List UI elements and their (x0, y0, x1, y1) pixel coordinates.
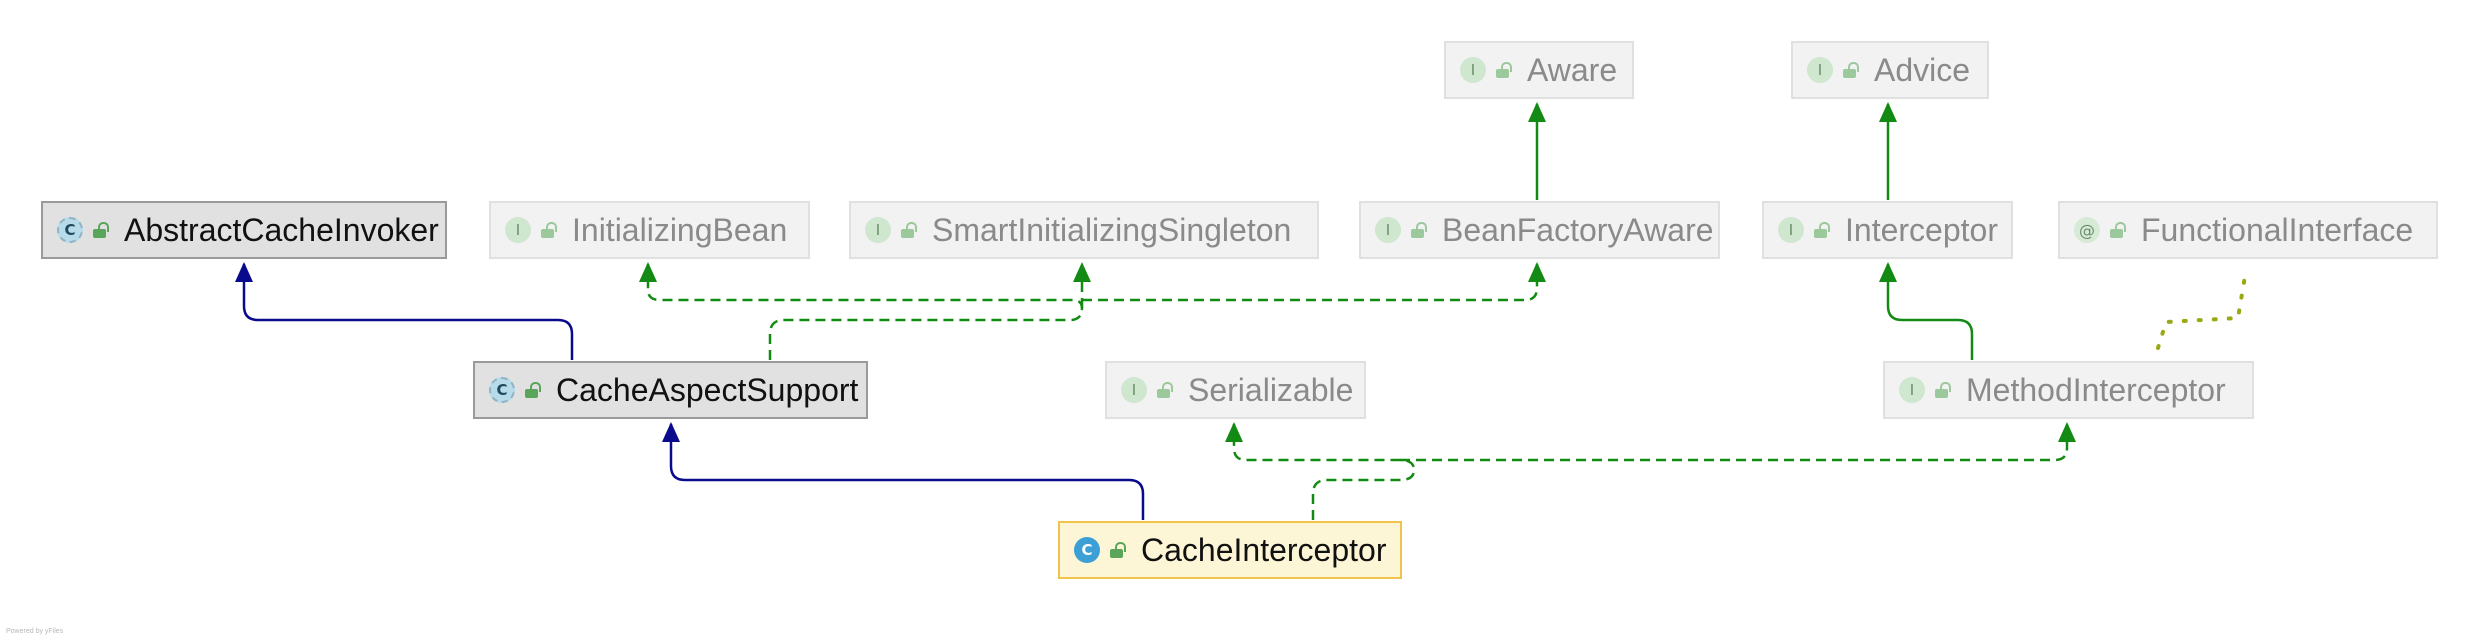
node-label: Aware (1527, 51, 1618, 88)
node-cache-interceptor[interactable]: C CacheInterceptor (1058, 521, 1402, 579)
arrowhead-initializingbean (639, 262, 657, 282)
powered-by-footer: Powered by yFiles (6, 628, 64, 635)
interface-icon: I (1121, 377, 1147, 403)
arrowhead-interceptor (1879, 262, 1897, 282)
arrowhead-methodinterceptor (2058, 422, 2076, 442)
unlocked-icon (1843, 62, 1859, 78)
unlocked-icon (93, 222, 109, 238)
interface-icon: I (1460, 57, 1486, 83)
node-label: InitializingBean (572, 211, 788, 248)
interface-icon: I (1375, 217, 1401, 243)
unlocked-icon (1110, 542, 1126, 558)
interface-icon: I (865, 217, 891, 243)
node-label: CacheInterceptor (1141, 531, 1387, 568)
node-cache-aspect-support[interactable]: C CacheAspectSupport (473, 361, 868, 419)
edge-cacheaspectsupport-implements-initializingbean (646, 264, 1084, 360)
arrowhead-beanfactoryaware (1528, 262, 1546, 282)
node-interceptor[interactable]: I Interceptor (1762, 201, 2013, 259)
class-icon: C (1074, 537, 1100, 563)
node-label: Serializable (1188, 371, 1354, 408)
node-label: BeanFactoryAware (1442, 211, 1714, 248)
node-label: CacheAspectSupport (556, 371, 859, 408)
unlocked-icon (525, 382, 541, 398)
unlocked-icon (1496, 62, 1512, 78)
abstract-class-icon: C (57, 217, 83, 243)
interface-icon: I (1899, 377, 1925, 403)
node-label: SmartInitializingSingleton (932, 211, 1292, 248)
interface-icon: I (1778, 217, 1804, 243)
arrowhead-cacheaspectsupport (662, 422, 680, 442)
node-label: MethodInterceptor (1966, 371, 2226, 408)
edge-cacheinterceptor-implements-serializable (1232, 424, 1416, 520)
arrowhead-aware (1528, 102, 1546, 122)
arrowhead-abstractcacheinvoker (235, 262, 253, 282)
node-bean-factory-aware[interactable]: I BeanFactoryAware (1359, 201, 1720, 259)
edge-methodinterceptor-extends-interceptor (1886, 264, 1974, 360)
node-smart-initializing-singleton[interactable]: I SmartInitializingSingleton (849, 201, 1319, 259)
node-advice[interactable]: I Advice (1791, 41, 1989, 99)
arrowhead-smartinitializingsingleton (1073, 262, 1091, 282)
arrowhead-advice (1879, 102, 1897, 122)
unlocked-icon (1935, 382, 1951, 398)
node-initializing-bean[interactable]: I InitializingBean (489, 201, 810, 259)
abstract-class-icon: C (489, 377, 515, 403)
unlocked-icon (541, 222, 557, 238)
interface-icon: I (1807, 57, 1833, 83)
node-label: Interceptor (1845, 211, 1998, 248)
node-label: Advice (1874, 51, 1971, 88)
node-label: AbstractCacheInvoker (124, 211, 439, 248)
edge-methodinterceptor-annotated-functionalinterface (2156, 268, 2248, 350)
edge-cacheinterceptor-implements-methodinterceptor (1400, 424, 2069, 462)
edge-cacheinterceptor-extends-cacheaspectsupport (669, 424, 1145, 520)
edge-cacheaspectsupport-extends-abstractcacheinvoker (242, 264, 574, 360)
node-method-interceptor[interactable]: I MethodInterceptor (1883, 361, 2254, 419)
unlocked-icon (1411, 222, 1427, 238)
unlocked-icon (1157, 382, 1173, 398)
unlocked-icon (1814, 222, 1830, 238)
node-abstract-cache-invoker[interactable]: C AbstractCacheInvoker (41, 201, 447, 259)
unlocked-icon (901, 222, 917, 238)
node-functional-interface[interactable]: @ FunctionalInterface (2058, 201, 2438, 259)
node-aware[interactable]: I Aware (1444, 41, 1634, 99)
node-label: FunctionalInterface (2141, 211, 2414, 248)
arrowhead-serializable (1225, 422, 1243, 442)
node-serializable[interactable]: I Serializable (1105, 361, 1366, 419)
unlocked-icon (2110, 222, 2126, 238)
interface-icon: I (505, 217, 531, 243)
edge-cacheaspectsupport-implements-beanfactoryaware (1082, 264, 1539, 302)
annotation-icon: @ (2074, 217, 2100, 243)
